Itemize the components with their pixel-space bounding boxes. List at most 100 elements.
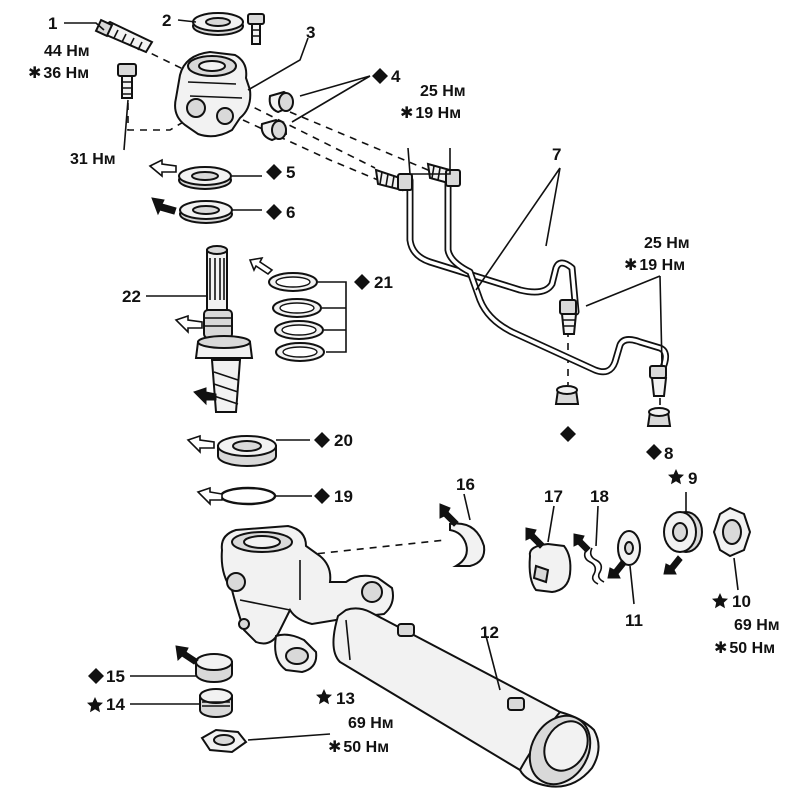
label-part-7: 7	[552, 145, 561, 164]
union-fittings-4	[260, 90, 294, 142]
diamond-icon	[314, 488, 330, 504]
torque-1-alt: ✱36 Нм	[28, 65, 89, 82]
seal-5	[178, 166, 232, 190]
asterisk-mark: ✱	[328, 739, 341, 756]
label-part-9: 9	[688, 469, 697, 488]
guide-line	[304, 539, 446, 556]
lock-nut-13	[200, 728, 248, 754]
torque-10-main: 69 Нм	[734, 617, 780, 634]
torque-13-main: 69 Нм	[348, 715, 394, 732]
rack-guide-17	[528, 542, 572, 594]
rack-tube-12	[332, 607, 600, 788]
part-number-labels: 1 2 3 4 5 6 7 8 9 10 11 12 13 14 15 16 1…	[48, 11, 751, 714]
star-icon	[712, 593, 728, 609]
label-part-20: 20	[334, 431, 353, 450]
torque-1-main: 44 Нм	[44, 43, 90, 60]
torque-labels: 44 Нм ✱36 Нм 31 Нм 25 Нм ✱19 Нм 25 Нм ✱1…	[28, 43, 780, 756]
bearing-20	[217, 435, 277, 467]
white-arrow-icon	[196, 486, 223, 506]
torque-13-alt-value: 50 Нм	[343, 739, 389, 756]
label-part-22: 22	[122, 287, 141, 306]
label-part-8: 8	[664, 444, 673, 463]
symbols	[87, 68, 728, 713]
torque-31: 31 Нм	[70, 151, 116, 168]
label-part-17: 17	[544, 487, 563, 506]
white-arrow-icon	[148, 158, 177, 178]
label-part-1: 1	[48, 14, 57, 33]
label-part-4: 4	[391, 67, 401, 86]
lock-nut-10	[712, 506, 752, 558]
asterisk-mark: ✱	[714, 640, 727, 657]
label-part-2: 2	[162, 11, 171, 30]
star-icon	[87, 697, 103, 713]
white-arrow-icon	[174, 314, 203, 334]
asterisk-mark: ✱	[400, 105, 413, 122]
label-part-18: 18	[590, 487, 609, 506]
torque-7-main: 25 Нм	[420, 83, 466, 100]
label-part-5: 5	[286, 163, 295, 182]
torque-7-alt: ✱19 Нм	[400, 105, 461, 122]
diamond-icon	[560, 426, 576, 442]
diamond-icon	[646, 444, 662, 460]
guide-line	[139, 47, 186, 71]
diamond-icon	[266, 204, 282, 220]
label-part-3: 3	[306, 23, 315, 42]
o-ring-19	[219, 486, 277, 506]
port-seal-8	[646, 407, 672, 427]
asterisk-mark: ✱	[624, 257, 637, 274]
bolt-31nm	[117, 63, 137, 99]
adjusting-plug-14	[199, 688, 233, 718]
pipe-fittings	[374, 162, 668, 397]
label-part-14: 14	[106, 695, 125, 714]
asterisk-mark: ✱	[28, 65, 41, 82]
pressure-pipes-7	[406, 176, 669, 376]
pinion-shaft-22	[194, 245, 254, 413]
guide-line	[242, 101, 376, 169]
torque-10-alt-value: 50 Нм	[729, 640, 775, 657]
seal-6	[179, 200, 233, 224]
torque-10-alt: ✱50 Нм	[714, 640, 775, 657]
label-part-15: 15	[106, 667, 125, 686]
torque-7-alt-value: 19 Нм	[415, 105, 461, 122]
valve-housing	[174, 50, 252, 138]
label-part-6: 6	[286, 203, 295, 222]
torque-1-alt-value: 36 Нм	[43, 65, 89, 82]
torque-8-alt-value: 19 Нм	[639, 257, 685, 274]
diamond-icon	[266, 164, 282, 180]
torque-8-main: 25 Нм	[644, 235, 690, 252]
black-arrow-icon	[525, 527, 545, 549]
washer-11	[617, 530, 641, 566]
guide-line	[289, 111, 441, 176]
label-part-10: 10	[732, 592, 751, 611]
leader-lines	[64, 19, 739, 741]
white-arrow-icon	[248, 256, 274, 276]
diamond-icon	[88, 668, 104, 684]
assembly-guide-lines	[127, 47, 661, 556]
diamond-icon	[372, 68, 388, 84]
label-part-11: 11	[625, 611, 643, 630]
port-seal-left	[554, 385, 580, 405]
spring-18	[583, 547, 605, 585]
diamond-icon	[354, 274, 370, 290]
star-icon	[668, 469, 684, 485]
label-part-21: 21	[374, 273, 393, 292]
label-part-13: 13	[336, 689, 355, 708]
torque-13-alt: ✱50 Нм	[328, 739, 389, 756]
torque-8-alt: ✱19 Нм	[624, 257, 685, 274]
bottom-cap-15	[195, 653, 233, 683]
black-arrow-icon	[439, 503, 459, 527]
black-arrow-icon	[175, 645, 199, 665]
label-part-12: 12	[480, 623, 499, 642]
black-arrow-icon	[193, 387, 217, 406]
label-part-19: 19	[334, 487, 353, 506]
bolt-1	[94, 18, 154, 54]
adjusting-screw-9	[663, 511, 703, 553]
black-arrow-icon	[663, 555, 683, 575]
diamond-icon	[314, 432, 330, 448]
label-part-16: 16	[456, 475, 475, 494]
assembly-arrows	[148, 158, 683, 665]
black-arrow-icon	[151, 197, 177, 216]
seal-rings-21	[268, 272, 325, 362]
